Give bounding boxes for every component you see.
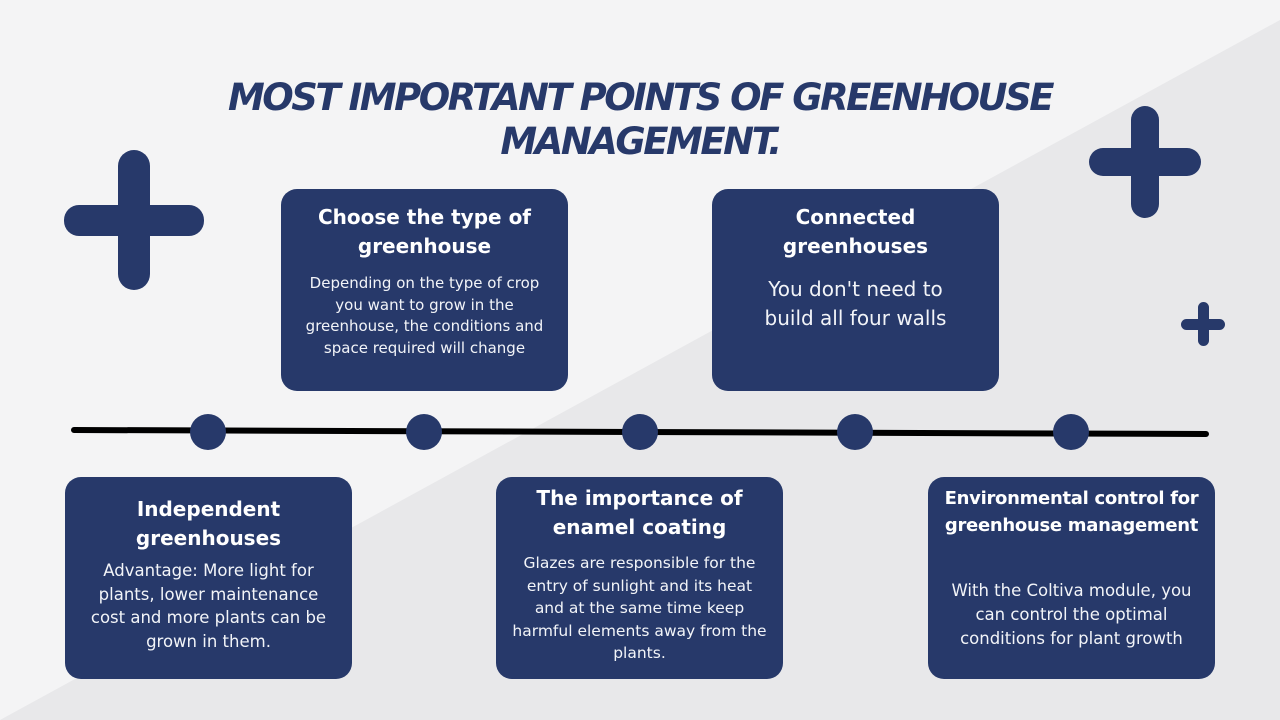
timeline-dot-2 xyxy=(406,414,442,450)
card-connected: Connected greenhouses You don't need to … xyxy=(712,189,999,391)
card-body: With the Coltiva module, you can control… xyxy=(951,581,1192,648)
card-title: Environmental control for greenhouse man… xyxy=(944,488,1199,536)
card-title: Choose the type of greenhouse xyxy=(317,205,532,258)
card-enamel: The importance of enamel coating Glazes … xyxy=(496,477,783,679)
card-independent: Independent greenhouses Advantage: More … xyxy=(65,477,352,679)
timeline-dot-3 xyxy=(622,414,658,450)
card-title: The importance of enamel coating xyxy=(536,486,743,539)
card-body: You don't need to build all four walls xyxy=(764,277,947,330)
plus-icon-large-right xyxy=(1089,106,1201,218)
card-body: Advantage: More light for plants, lower … xyxy=(90,561,327,651)
timeline-dot-5 xyxy=(1053,414,1089,450)
card-body: Glazes are responsible for the entry of … xyxy=(512,554,767,662)
plus-icon-small-right xyxy=(1181,302,1225,346)
page-title: MOST IMPORTANT POINTS OF GREENHOUSE MANA… xyxy=(227,76,1055,163)
card-environmental: Environmental control for greenhouse man… xyxy=(928,477,1215,679)
plus-icon-large-left xyxy=(64,150,204,290)
timeline-dot-1 xyxy=(190,414,226,450)
card-title: Connected greenhouses xyxy=(782,205,929,258)
timeline-dot-4 xyxy=(837,414,873,450)
card-choose-type: Choose the type of greenhouse Depending … xyxy=(281,189,568,391)
card-body: Depending on the type of crop you want t… xyxy=(305,274,544,357)
card-title: Independent greenhouses xyxy=(135,497,282,550)
